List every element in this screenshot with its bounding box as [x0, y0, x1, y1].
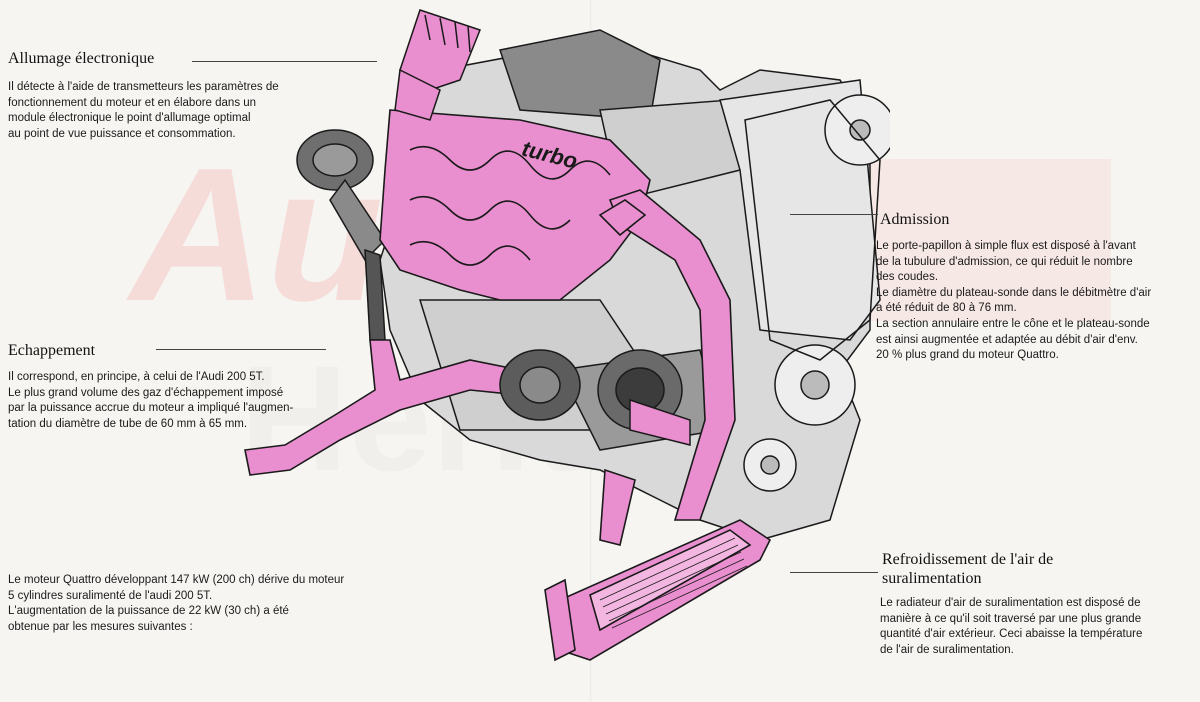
intercooler-line: manière à ce qu'il soit traversé par une…	[880, 612, 1142, 625]
intercooler-heading-line2: suralimentation	[882, 570, 982, 587]
air-meter	[296, 129, 386, 341]
intake-line: Le diamètre du plateau-sonde dans le déb…	[876, 286, 1152, 299]
ignition-heading: Allumage électronique	[8, 50, 155, 67]
intake-rule	[790, 214, 878, 215]
exhaust-paragraph: Il correspond, en principe, à celui de l…	[8, 370, 328, 432]
intercooler-line: quantité d'air extérieur. Ceci abaisse l…	[880, 628, 1143, 641]
intercooler-heading: Refroidissement de l'air de suralimentat…	[882, 550, 1053, 588]
exhaust-line: tation du diamètre de tube de 60 mm à 65…	[8, 417, 248, 430]
ignition-line: fonctionnement du moteur et en élabore d…	[8, 96, 257, 109]
intake-line: des coudes.	[876, 271, 939, 284]
intro-line: obtenue par les mesures suivantes :	[8, 620, 193, 633]
distributor	[394, 9, 481, 121]
intake-heading: Admission	[880, 211, 950, 228]
ignition-rule	[192, 61, 377, 62]
intake-paragraph: Le porte-papillon à simple flux est disp…	[876, 239, 1196, 364]
intake-line: 20 % plus grand du moteur Quattro.	[876, 349, 1059, 362]
exhaust-line: Le plus grand volume des gaz d'échappeme…	[8, 386, 284, 399]
ignition-line: Il détecte à l'aide de transmetteurs les…	[8, 81, 279, 93]
exhaust-heading: Echappement	[8, 342, 96, 359]
intake-line: est ainsi augmentée et adaptée au débit …	[876, 333, 1138, 346]
ignition-line: au point de vue puissance et consommatio…	[8, 127, 236, 140]
intake-line: a été réduit de 80 à 76 mm.	[876, 302, 1017, 315]
intake-manifold: turbo	[379, 109, 651, 301]
charge-air-pipe	[598, 189, 736, 521]
exhaust-rule	[156, 349, 326, 350]
intro-line: Le moteur Quattro développant 147 kW (20…	[8, 574, 345, 586]
intro-line: 5 cylindres suralimenté de l'audi 200 5T…	[8, 589, 213, 602]
exhaust-line: Il correspond, en principe, à celui de l…	[8, 371, 265, 383]
turbocharger	[499, 349, 691, 446]
ignition-line: module électronique le point d'allumage …	[8, 112, 251, 125]
intake-line: de la tubulure d'admission, ce qui rédui…	[876, 255, 1133, 268]
intro-line: L'augmentation de la puissance de 22 kW …	[8, 605, 289, 618]
intake-line: La section annulaire entre le cône et le…	[876, 317, 1150, 330]
exhaust-line: par la puissance accrue du moteur a impl…	[8, 402, 294, 415]
intercooler	[544, 468, 772, 662]
ignition-paragraph: Il détecte à l'aide de transmetteurs les…	[8, 80, 308, 142]
intercooler-heading-line1: Refroidissement de l'air de	[882, 551, 1054, 568]
intro-paragraph: Le moteur Quattro développant 147 kW (20…	[8, 573, 408, 635]
intercooler-line: de l'air de suralimentation.	[880, 643, 1014, 656]
engine-illustration: turbo	[244, 9, 890, 662]
intercooler-line: Le radiateur d'air de suralimentation es…	[880, 597, 1141, 609]
pulleys	[743, 94, 890, 492]
intake-line: Le porte-papillon à simple flux est disp…	[876, 240, 1136, 252]
intercooler-paragraph: Le radiateur d'air de suralimentation es…	[880, 596, 1196, 658]
intercooler-rule	[790, 572, 878, 573]
exhaust-pipe	[244, 339, 521, 476]
